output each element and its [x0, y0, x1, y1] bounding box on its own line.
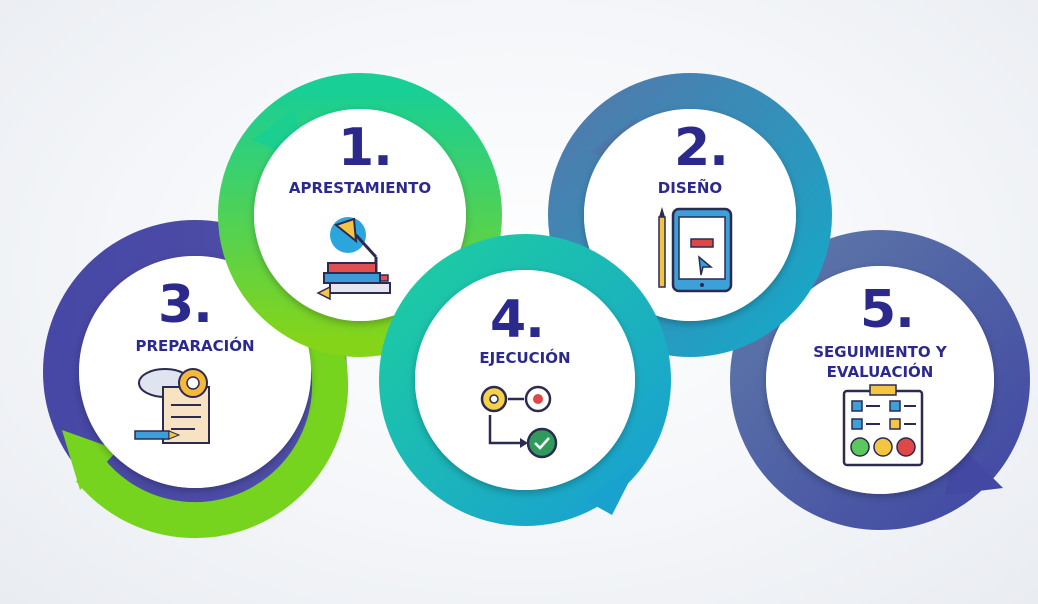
step-5-label-line2: EVALUACIÓN	[826, 363, 934, 381]
step-1-number: 1.	[338, 118, 393, 178]
desk-lamp-books-icon	[316, 217, 391, 301]
step-1-label: APRESTAMIENTO	[288, 179, 432, 197]
tablet-stylus-design-icon	[658, 207, 733, 293]
checklist-gear-pencil-icon	[134, 368, 210, 444]
step-3-label: PREPARACIÓN	[135, 337, 255, 355]
ring-step-5	[730, 230, 1030, 530]
step-4-label: EJECUCIÓN	[479, 349, 571, 367]
step-5-label-line1: SEGUIMIENTO Y	[813, 343, 947, 361]
step-2-number: 2.	[674, 118, 729, 178]
step-5-number: 5.	[860, 280, 915, 340]
step-3-number: 3.	[158, 275, 213, 335]
ring-step-1	[218, 73, 502, 357]
step-2-label: DISEÑO	[657, 179, 723, 197]
ring-step-4	[379, 234, 671, 526]
step-4-number: 4.	[490, 290, 545, 350]
evaluation-clipboard-faces-icon	[842, 384, 924, 467]
process-gears-flow-icon	[480, 385, 558, 459]
